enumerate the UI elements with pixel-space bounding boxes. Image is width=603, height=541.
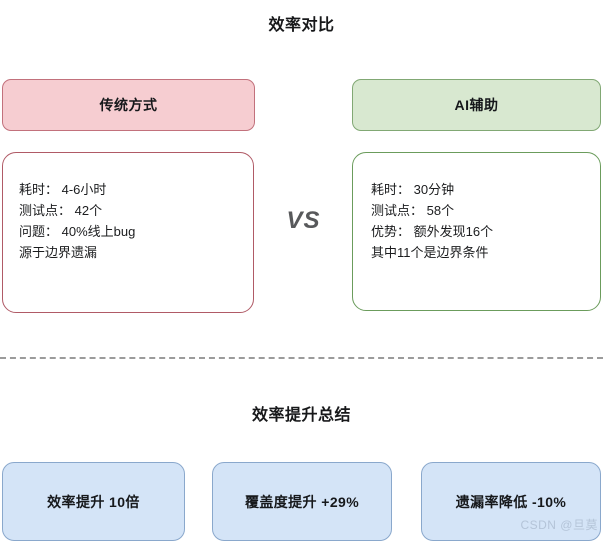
detail-line: 耗时： 30分钟 [371,182,455,197]
summary-title: 效率提升总结 [251,407,351,424]
header-pill-ai: AI辅助 [352,79,601,131]
header-pill-ai-label: AI辅助 [454,97,499,113]
detail-card-traditional-lines: 耗时： 4-6小时 测试点： 42个 问题： 40%线上bug 源于边界遗漏 [19,179,135,263]
detail-line: 测试点： 58个 [371,203,455,218]
detail-line: 源于边界遗漏 [19,245,98,260]
summary-stat-box: 效率提升 10倍 [2,462,185,541]
summary-stat-label: 遗漏率降低 -10% [455,493,567,510]
detail-card-traditional: 耗时： 4-6小时 测试点： 42个 问题： 40%线上bug 源于边界遗漏 [2,152,254,313]
page-title: 效率对比 [268,17,335,34]
detail-line: 测试点： 42个 [19,203,103,218]
vs-separator-label: VS [286,207,321,234]
detail-line: 其中11个是边界条件 [371,245,489,260]
summary-stat-box: 遗漏率降低 -10% [421,462,601,541]
detail-card-ai-lines: 耗时： 30分钟 测试点： 58个 优势： 额外发现16个 其中11个是边界条件 [371,179,493,263]
header-pill-traditional: 传统方式 [2,79,255,131]
detail-line: 耗时： 4-6小时 [19,182,107,197]
detail-card-ai: 耗时： 30分钟 测试点： 58个 优势： 额外发现16个 其中11个是边界条件 [352,152,601,311]
summary-stat-label: 覆盖度提升 +29% [244,493,360,510]
dashed-divider [0,357,603,359]
detail-line: 问题： 40%线上bug [19,224,136,239]
summary-stat-box: 覆盖度提升 +29% [212,462,392,541]
header-pill-traditional-label: 传统方式 [99,97,158,113]
detail-line: 优势： 额外发现16个 [371,224,494,239]
summary-stat-label: 效率提升 10倍 [47,493,140,510]
